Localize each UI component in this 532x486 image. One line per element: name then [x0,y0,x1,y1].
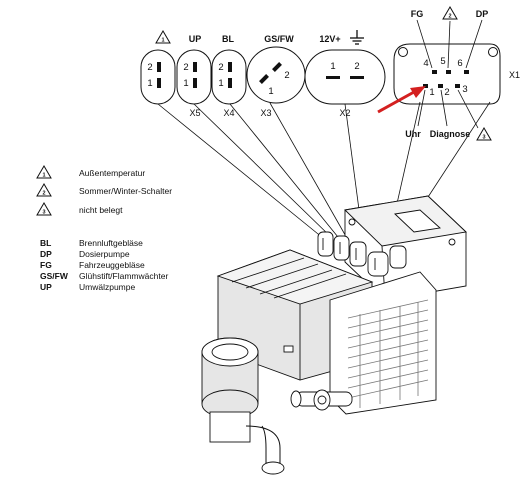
connector-x5: 2 1 [176,49,212,105]
connector-x3: 2 1 [246,46,306,104]
warning-triangle-icon [442,6,458,20]
warning-triangle-icon [36,202,52,216]
x1-bottom-triangle-glyph: 3 [482,135,485,141]
x5-pin-1-label: 1 [183,78,188,89]
x1-name-label: X1 [509,70,520,80]
legend-symbol-2: 2 Sommer/Winter-Schalter [36,183,172,197]
x2-header: 12V+ [319,30,364,45]
c1-pin-1-label: 1 [147,78,152,89]
x5-pin-2-label: 2 [183,62,188,73]
x1-fg-label: FG [411,9,424,19]
x3-pin-1-label: 1 [268,86,273,97]
legend-symbol-1-glyph: 1 [42,173,45,179]
warning-triangle-icon [155,30,171,44]
warning-triangle-icon [476,127,492,141]
x1-diagnose-label: Diagnose [430,129,471,139]
x5-pin-1 [193,78,197,88]
x2-name-label: X2 [339,108,350,118]
x5-name-label: X5 [189,108,200,118]
abbr-dp-text: Dosierpumpe [79,249,130,259]
x4-pin-1 [228,78,232,88]
plug-sockets [317,231,407,277]
connector-c1-header: 1 [155,30,171,44]
red-arrow-icon [377,86,426,114]
x1-bottom-triangle: 3 [476,127,492,141]
x4-name-label: X4 [223,108,234,118]
connector-x2: 1 2 [304,49,386,105]
legend-symbol-3-glyph: 3 [42,210,45,216]
x1-pin-1 [423,84,428,88]
x1-pin-2-label: 2 [444,87,449,98]
x3-top-label: GS/FW [264,34,294,44]
symbol-legend: 1 Außentemperatur 2 Sommer/Winter-Schalt… [36,165,172,216]
x3-pin-2-label: 2 [284,70,289,81]
abbr-bl: BL [40,238,51,248]
legend-symbol-3: 3 nicht belegt [36,202,123,216]
x1-pin-5 [446,70,451,74]
abbr-bl-text: Brennluftgebläse [79,238,143,248]
x4-top-label: BL [222,34,234,44]
x1-pin-6 [464,70,469,74]
abbr-fg: FG [40,260,52,270]
c1-pin-2 [157,62,161,72]
abbr-dp: DP [40,249,52,259]
x1-top-triangle-glyph: 2 [448,14,451,20]
x1-top-triangle: 2 [442,6,458,20]
x5-top-label: UP [189,34,202,44]
ground-icon [350,30,364,45]
connector-c1: 2 1 [140,49,176,105]
x4-pin-1-label: 1 [218,78,223,89]
legend-symbol-1-text: Außentemperatur [79,168,145,178]
connector-x4: 2 1 [211,49,247,105]
legend-symbol-2-text: Sommer/Winter-Schalter [79,186,172,196]
abbr-up: UP [40,282,52,292]
x4-pin-2 [228,62,232,72]
triangle-glyph-label: 1 [161,38,164,44]
x1-pin-4-label: 4 [423,58,428,69]
abbr-gsfw-text: Glühstift/Flammwächter [79,271,168,281]
abbr-fg-text: Fahrzeuggebläse [79,260,145,270]
x1-pin-3-label: 3 [462,84,467,95]
legend-symbol-1: 1 Außentemperatur [36,165,145,179]
c1-pin-2-label: 2 [147,62,152,73]
x4-pin-2-label: 2 [218,62,223,73]
x1-pin-2 [438,84,443,88]
warning-triangle-icon [36,183,52,197]
heat-exchanger-fins [347,299,429,408]
x1-pin-4 [432,70,437,74]
x2-pin-1 [326,76,340,79]
x1-pin-1-label: 1 [429,87,434,98]
x3-pin-2 [272,62,282,72]
x5-pin-2 [193,62,197,72]
x2-pin-1-label: 1 [330,61,335,72]
heater-illustration [201,195,467,475]
c1-pin-1 [157,78,161,88]
x1-lead-lines [416,19,483,129]
x3-pin-1 [259,74,269,84]
legend-symbol-3-text: nicht belegt [79,205,123,215]
x1-uhr-label: Uhr [405,129,421,139]
x2-top-label: 12V+ [319,34,340,44]
x2-pin-2 [350,76,364,79]
x1-pin-5-label: 5 [440,56,445,67]
x1-pin-3 [455,84,460,88]
x3-name-label: X3 [260,108,271,118]
abbreviation-legend: BL Brennluftgebläse DP Dosierpumpe FG Fa… [40,238,168,292]
abbr-up-text: Umwälzpumpe [79,282,135,292]
x1-pin-6-label: 6 [457,58,462,69]
legend-symbol-2-glyph: 2 [42,191,45,197]
x1-dp-label: DP [476,9,489,19]
warning-triangle-icon [36,165,52,179]
x2-pin-2-label: 2 [354,61,359,72]
abbr-gsfw: GS/FW [40,271,69,281]
